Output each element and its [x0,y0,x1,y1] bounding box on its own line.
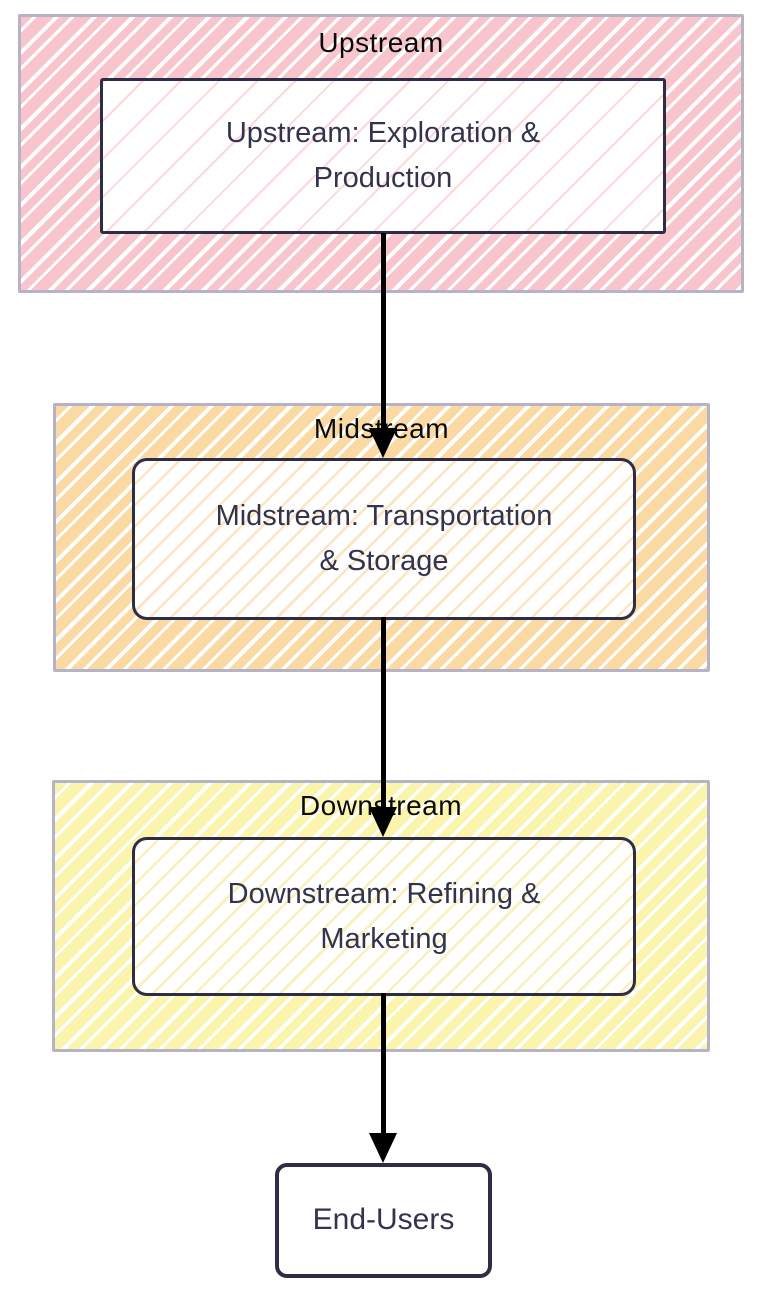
arrow-shaft [381,233,386,428]
node-downstream: Downstream: Refining & Marketing [132,837,636,996]
node-upstream-label: Upstream: Exploration & Production [225,117,541,194]
arrow-head-icon [369,1133,397,1163]
node-midstream: Midstream: Transportation & Storage [132,458,636,620]
node-midstream-label: Midstream: Transportation & Storage [215,500,553,577]
subgraph-downstream: Downstream Downstream: Refining & Market… [52,780,710,1052]
node-upstream: Upstream: Exploration & Production [100,78,666,234]
arrow-shaft [381,993,386,1133]
arrow-head-icon [369,428,397,458]
node-end-users-label: End-Users [312,1203,455,1237]
node-end-users: End-Users [275,1163,492,1278]
node-downstream-label: Downstream: Refining & Marketing [227,877,541,955]
subgraph-title-upstream: Upstream [318,27,444,58]
arrow-shaft [381,617,386,807]
arrow-head-icon [369,807,397,837]
subgraph-upstream: Upstream Upstream: Exploration & Product… [18,14,744,293]
